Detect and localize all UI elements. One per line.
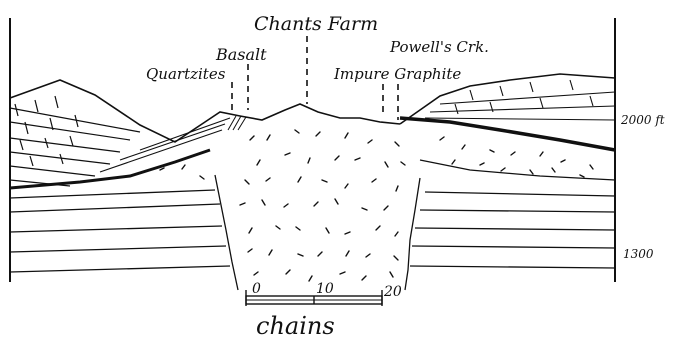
basalt-hatch (228, 116, 246, 130)
scale-bar (246, 290, 382, 306)
label-basalt: Basalt (215, 45, 267, 64)
left-hill-profile (10, 80, 400, 142)
right-hill-strata (425, 80, 615, 120)
intrusion-left-wall (215, 175, 238, 290)
right-seam (400, 118, 615, 150)
scale-unit: chains (256, 312, 335, 340)
elevation-upper: 2000 ft (620, 113, 665, 127)
scale-tick-20: 20 (383, 284, 402, 300)
right-contact (420, 160, 615, 180)
label-quartzites: Quartzites (146, 65, 226, 83)
intrusion-dash-pattern (160, 130, 593, 281)
scale-tick-0: 0 (252, 281, 261, 297)
label-impure-graphite: Impure Graphite (333, 65, 461, 83)
left-lower-strata (10, 190, 230, 272)
label-chants-farm: Chants Farm (254, 13, 378, 35)
elevation-lower: 1300 (623, 247, 654, 261)
left-hill-strata (10, 96, 140, 186)
label-powells-creek: Powell's Crk. (389, 38, 489, 56)
intrusion-right-wall (405, 178, 420, 290)
right-lower-strata (410, 192, 615, 268)
scale-tick-10: 10 (316, 281, 334, 297)
